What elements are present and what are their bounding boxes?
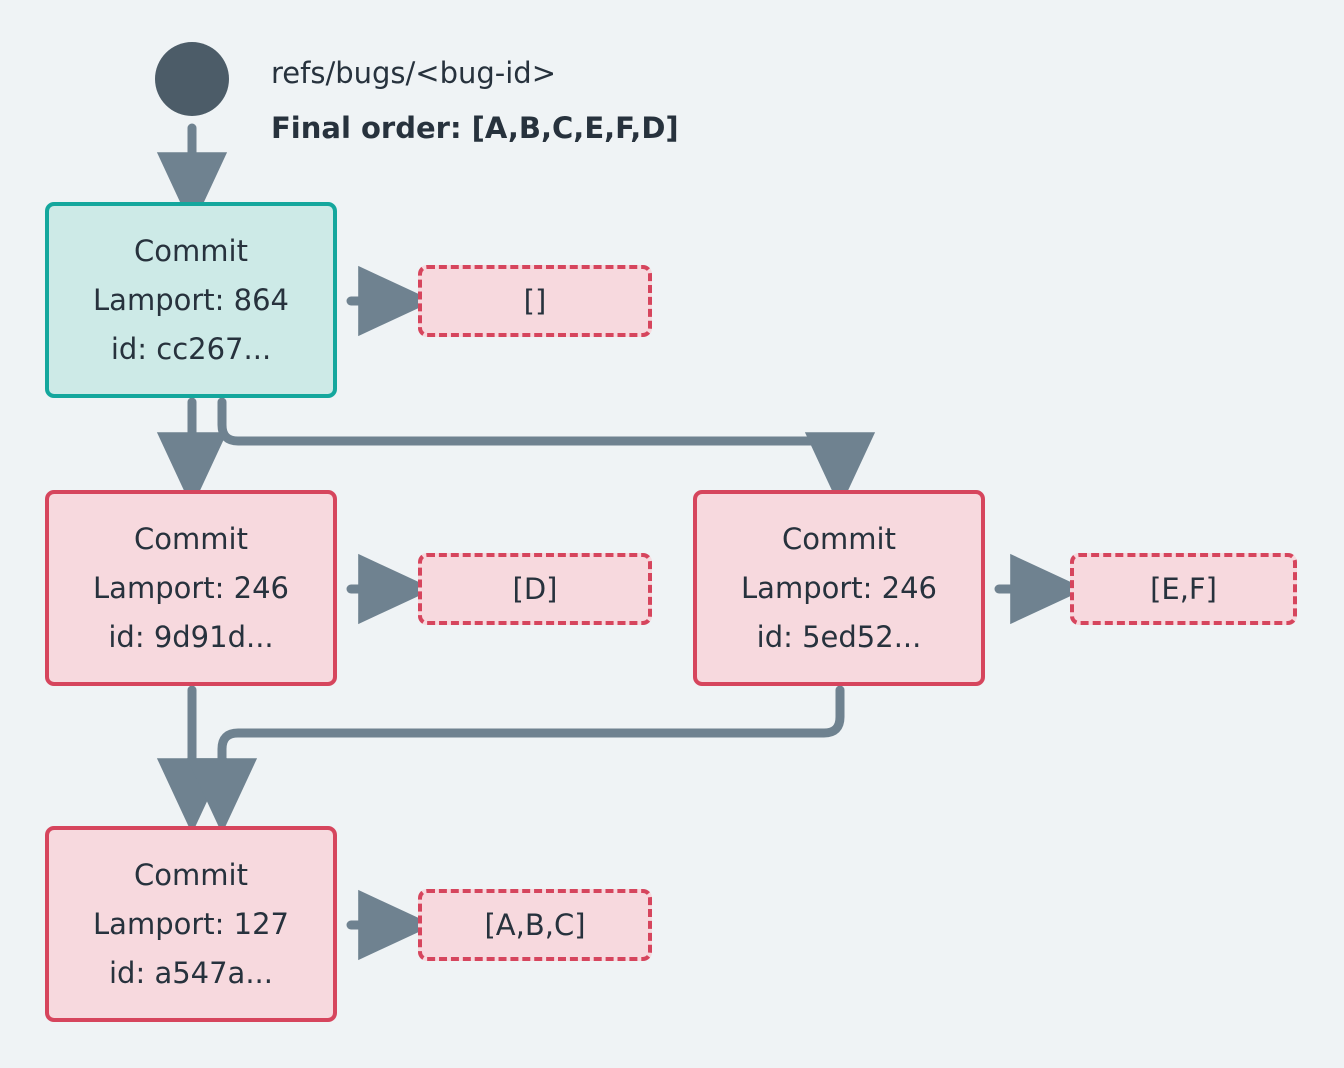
commit-id: id: 5ed52... (756, 619, 922, 654)
payload-box-5ed52[interactable]: [E,F] (1070, 553, 1297, 625)
edge-5ed52-to-a547a (186, 685, 845, 834)
commit-lamport: Lamport: 246 (93, 570, 289, 605)
commit-title: Commit (134, 857, 248, 892)
payload-label: [] (523, 284, 547, 318)
edge-cc267-to-5ed52 (217, 397, 876, 508)
ref-label: refs/bugs/<bug-id> (271, 56, 557, 90)
commit-node-a547a[interactable]: Commit Lamport: 127 id: a547a... (45, 826, 337, 1022)
payload-label: [E,F] (1150, 572, 1217, 606)
payload-label: [A,B,C] (484, 908, 586, 942)
commit-node-9d91d[interactable]: Commit Lamport: 246 id: 9d91d... (45, 490, 337, 686)
commit-lamport: Lamport: 246 (741, 570, 937, 605)
commit-id: id: 9d91d... (108, 619, 274, 654)
commit-title: Commit (134, 233, 248, 268)
commit-node-5ed52[interactable]: Commit Lamport: 246 id: 5ed52... (693, 490, 985, 686)
commit-title: Commit (134, 521, 248, 556)
filled-circle-icon (155, 42, 229, 116)
payload-box-a547a[interactable]: [A,B,C] (418, 889, 652, 961)
payload-box-cc267[interactable]: [] (418, 265, 652, 337)
commit-id: id: a547a... (108, 955, 273, 990)
commit-lamport: Lamport: 864 (93, 282, 289, 317)
commit-title: Commit (782, 521, 896, 556)
commit-lamport: Lamport: 127 (93, 906, 289, 941)
final-order-label: Final order: [A,B,C,E,F,D] (271, 111, 679, 145)
payload-box-9d91d[interactable]: [D] (418, 553, 652, 625)
commit-node-cc267[interactable]: Commit Lamport: 864 id: cc267... (45, 202, 337, 398)
commit-id: id: cc267... (110, 331, 272, 366)
payload-label: [D] (512, 572, 558, 606)
